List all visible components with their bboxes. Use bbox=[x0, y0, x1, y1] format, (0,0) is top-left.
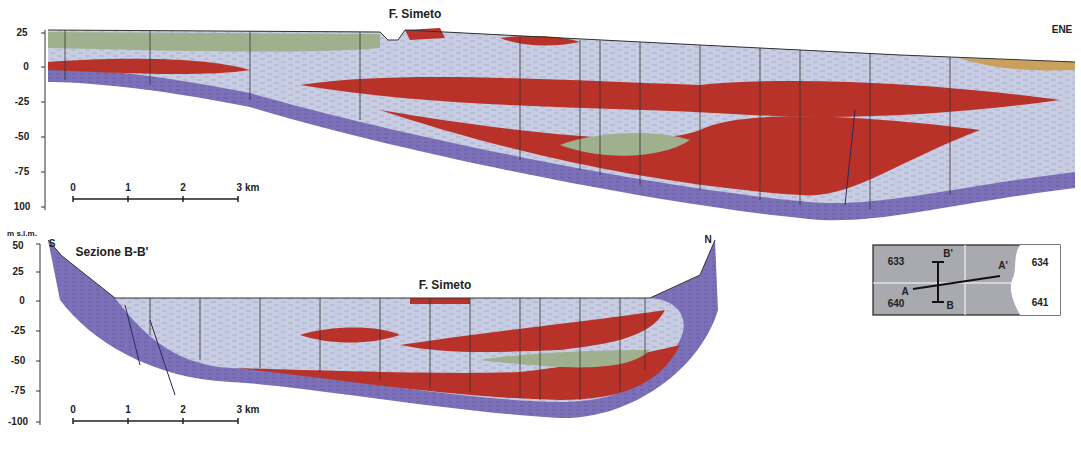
scale-value: 3 km bbox=[237, 183, 260, 193]
axis-value: -50 bbox=[11, 356, 25, 366]
river-label: F. Simeto bbox=[419, 279, 472, 291]
axis-value: 50 bbox=[12, 241, 23, 251]
scale-value: 0 bbox=[70, 183, 76, 193]
axis-value: 25 bbox=[16, 28, 27, 38]
axis-value: -75 bbox=[11, 386, 25, 396]
section-end-label: B bbox=[946, 301, 953, 311]
direction-label: ENE bbox=[1052, 25, 1073, 35]
axis-unit: m s.l.m. bbox=[7, 230, 37, 238]
axis-value: -75 bbox=[15, 167, 29, 177]
section-end-label: A bbox=[901, 287, 908, 297]
scale-value: 0 bbox=[70, 405, 76, 415]
map-sheet-number: 633 bbox=[888, 257, 905, 267]
scale-value: 2 bbox=[180, 183, 186, 193]
section-a bbox=[41, 28, 1075, 220]
scale-value: 1 bbox=[125, 405, 131, 415]
section-end-label: A' bbox=[998, 261, 1008, 271]
axis-value: 0 bbox=[23, 62, 29, 72]
map-sheet-number: 641 bbox=[1032, 298, 1049, 308]
direction-label: S bbox=[49, 239, 56, 249]
axis-value: 25 bbox=[12, 267, 23, 277]
map-sheet-number: 640 bbox=[888, 299, 905, 309]
axis-value: -25 bbox=[15, 97, 29, 107]
scale-value: 3 km bbox=[237, 405, 260, 415]
direction-label: N bbox=[704, 235, 711, 245]
river-label: F. Simeto bbox=[389, 8, 442, 20]
section-end-label: B' bbox=[943, 249, 953, 259]
location-map bbox=[873, 245, 1060, 315]
axis-value: 0 bbox=[19, 296, 25, 306]
scale-value: 2 bbox=[180, 405, 186, 415]
axis-value: -100 bbox=[8, 417, 28, 427]
axis-value: -50 bbox=[15, 132, 29, 142]
scale-value: 1 bbox=[125, 183, 131, 193]
section-title: Sezione B-B' bbox=[76, 246, 149, 258]
section-b bbox=[36, 240, 718, 425]
map-sheet-number: 634 bbox=[1032, 258, 1049, 268]
axis-value: 100 bbox=[14, 202, 31, 212]
axis-value: -25 bbox=[11, 326, 25, 336]
